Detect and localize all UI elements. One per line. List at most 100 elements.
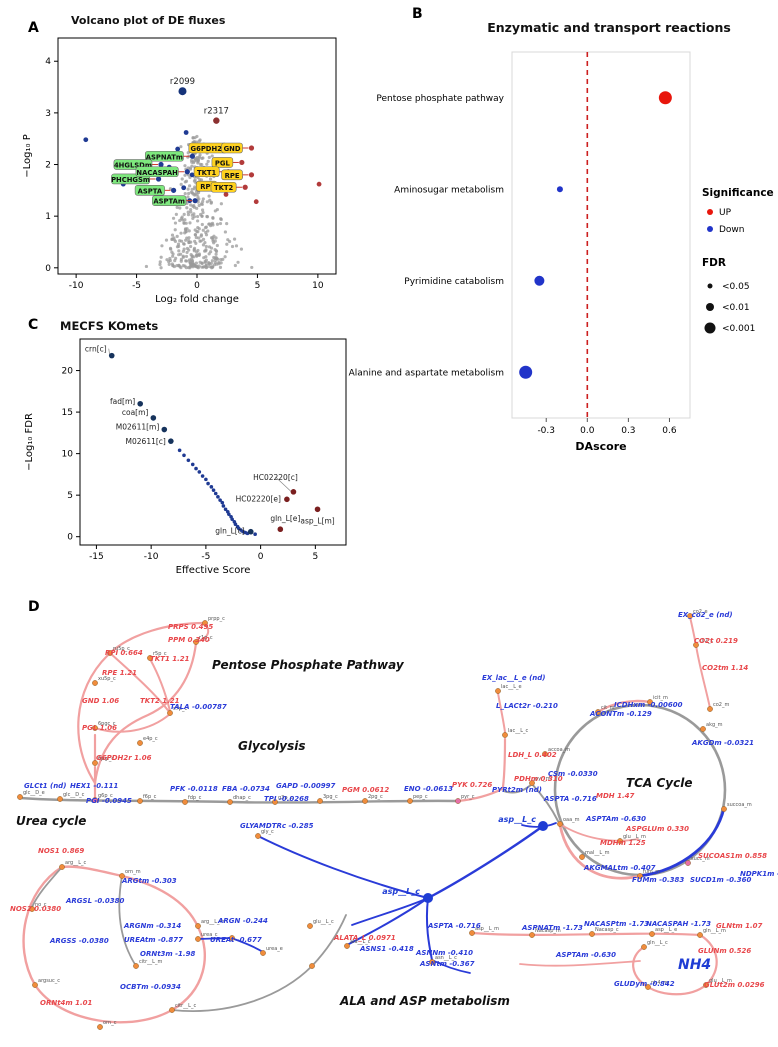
svg-text:NACASPtm -1.73: NACASPtm -1.73 <box>584 920 649 928</box>
svg-text:cit_m: cit_m <box>601 705 615 711</box>
svg-text:Pentose phosphate pathway: Pentose phosphate pathway <box>376 94 504 104</box>
svg-text:gln_L[c]: gln_L[c] <box>215 527 245 536</box>
svg-text:3pg_c: 3pg_c <box>323 794 338 800</box>
svg-text:ALA and ASP metabolism: ALA and ASP metabolism <box>339 994 510 1008</box>
svg-text:e4p_c: e4p_c <box>143 736 158 742</box>
panel-c-label: C <box>28 317 39 333</box>
svg-text:TALA -0.00787: TALA -0.00787 <box>170 703 227 711</box>
svg-text:lac__L_e: lac__L_e <box>501 684 522 690</box>
svg-text:ASPTAm: ASPTAm <box>153 198 185 206</box>
svg-text:gln__L_c: gln__L_c <box>647 940 668 946</box>
svg-text:AKGDm -0.0321: AKGDm -0.0321 <box>691 739 754 747</box>
svg-text:Nacasp_c: Nacasp_c <box>595 927 619 933</box>
svg-text:ARGtm -0.303: ARGtm -0.303 <box>121 877 177 885</box>
svg-text:<0.001: <0.001 <box>722 324 755 334</box>
svg-text:-5: -5 <box>201 552 210 562</box>
svg-text:r1p_c: r1p_c <box>199 635 213 641</box>
svg-text:citr__L_m: citr__L_m <box>139 959 162 965</box>
svg-text:orn_c: orn_c <box>103 1020 117 1026</box>
svg-text:4HGLSDm: 4HGLSDm <box>114 162 152 170</box>
svg-text:NDPK1m -0.279: NDPK1m -0.279 <box>740 870 778 878</box>
svg-text:PHCHGSm: PHCHGSm <box>111 176 150 184</box>
svg-text:pyr_c: pyr_c <box>461 794 475 800</box>
svg-text:Glycolysis: Glycolysis <box>238 739 305 753</box>
svg-text:6pgl_c: 6pgl_c <box>98 756 114 762</box>
svg-text:Effective Score: Effective Score <box>176 565 251 576</box>
svg-text:arg__L_c: arg__L_c <box>65 860 86 866</box>
svg-text:succoa_m: succoa_m <box>727 802 752 808</box>
svg-text:UREAtm -0.877: UREAtm -0.877 <box>124 936 183 944</box>
svg-text:co2_c: co2_c <box>699 638 713 644</box>
svg-text:asp_L[m]: asp_L[m] <box>300 516 334 525</box>
svg-text:10: 10 <box>312 281 324 291</box>
svg-text:ASNS1 -0.418: ASNS1 -0.418 <box>359 945 414 953</box>
svg-text:5: 5 <box>255 281 261 291</box>
svg-text:ASPTAm -0.630: ASPTAm -0.630 <box>555 951 616 959</box>
svg-text:r2317: r2317 <box>204 107 229 117</box>
svg-text:HC02220[c]: HC02220[c] <box>253 473 298 482</box>
panel-b: B Enzymatic and transport reactions -0.3… <box>340 0 778 470</box>
svg-text:PGL 1.06: PGL 1.06 <box>82 724 117 732</box>
svg-text:Nacasp_m: Nacasp_m <box>535 928 561 934</box>
svg-text:glc__D_e: glc__D_e <box>23 790 45 796</box>
svg-text:GND: GND <box>224 145 241 153</box>
svg-text:TKT2: TKT2 <box>214 184 234 192</box>
svg-text:<0.05: <0.05 <box>722 282 750 292</box>
svg-text:gln_L[e]: gln_L[e] <box>270 514 300 523</box>
svg-text:SUCD1m -0.360: SUCD1m -0.360 <box>690 876 751 884</box>
svg-text:0: 0 <box>67 533 73 543</box>
svg-text:coa[m]: coa[m] <box>122 408 149 417</box>
svg-text:LDH_L 0.402: LDH_L 0.402 <box>508 751 557 759</box>
svg-text:RPI 0.664: RPI 0.664 <box>105 649 143 657</box>
svg-text:ASPNATm -1.73: ASPNATm -1.73 <box>521 924 583 932</box>
svg-text:PGM 0.0612: PGM 0.0612 <box>342 786 389 794</box>
svg-text:PGI -0.0945: PGI -0.0945 <box>86 797 132 805</box>
svg-text:6pgc_c: 6pgc_c <box>98 721 116 727</box>
svg-text:RPE 1.21: RPE 1.21 <box>102 669 137 677</box>
svg-text:GLYAMDTRc -0.285: GLYAMDTRc -0.285 <box>240 822 314 830</box>
svg-text:CO2tm 1.14: CO2tm 1.14 <box>702 664 748 672</box>
svg-text:ARGNm -0.314: ARGNm -0.314 <box>123 922 181 930</box>
metabolic-network-map: prpp_cr1p_cr5p_cru5p_cxu5p_cs7p_ce4p_c6p… <box>10 609 778 1030</box>
svg-text:nh4_m: nh4_m <box>651 980 668 986</box>
svg-text:10: 10 <box>62 450 74 460</box>
svg-text:r5p_c: r5p_c <box>153 651 167 657</box>
svg-text:ASPTA: ASPTA <box>138 187 163 195</box>
svg-text:ASPNATm: ASPNATm <box>146 153 183 161</box>
svg-text:2: 2 <box>45 161 51 171</box>
svg-text:RPI: RPI <box>200 183 213 191</box>
svg-text:0: 0 <box>258 552 264 562</box>
svg-text:icit_m: icit_m <box>653 695 668 701</box>
svg-text:DAscore: DAscore <box>575 440 626 453</box>
svg-text:citr__L_c: citr__L_c <box>175 1003 196 1009</box>
svg-text:fdp_c: fdp_c <box>188 795 202 801</box>
svg-text:TPI -0.0268: TPI -0.0268 <box>264 795 309 803</box>
svg-text:−Log₁₀ P: −Log₁₀ P <box>22 134 33 177</box>
svg-text:NACASPAH -1.73: NACASPAH -1.73 <box>646 920 711 928</box>
svg-text:argsuc_c: argsuc_c <box>38 978 60 984</box>
svg-text:FUMm -0.383: FUMm -0.383 <box>632 876 684 884</box>
svg-text:ICDHxm -0.00600: ICDHxm -0.00600 <box>614 701 683 709</box>
svg-text:FBA -0.0734: FBA -0.0734 <box>222 785 270 793</box>
svg-text:0: 0 <box>45 264 51 274</box>
panel-b-label: B <box>412 6 423 22</box>
svg-text:PFK -0.0118: PFK -0.0118 <box>170 785 218 793</box>
svg-text:pep_c: pep_c <box>413 794 428 800</box>
svg-text:Log₂ fold change: Log₂ fold change <box>155 294 239 305</box>
svg-text:<0.01: <0.01 <box>722 303 750 313</box>
svg-text:MDHm 1.25: MDHm 1.25 <box>600 839 646 847</box>
svg-text:asp__L_c: asp__L_c <box>498 815 536 824</box>
svg-text:ARGSS -0.0380: ARGSS -0.0380 <box>49 937 109 945</box>
svg-text:pyr_m: pyr_m <box>535 776 551 782</box>
svg-text:Alanine and aspartate metaboli: Alanine and aspartate metabolism <box>349 368 504 378</box>
svg-text:AKGMALtm -0.407: AKGMALtm -0.407 <box>583 864 656 872</box>
svg-text:−Log₁₀ FDR: −Log₁₀ FDR <box>24 413 35 471</box>
svg-text:Pyrimidine catabolism: Pyrimidine catabolism <box>404 277 504 287</box>
svg-text:glc__D_c: glc__D_c <box>63 792 85 798</box>
svg-text:ASPTA -0.716: ASPTA -0.716 <box>427 922 481 930</box>
